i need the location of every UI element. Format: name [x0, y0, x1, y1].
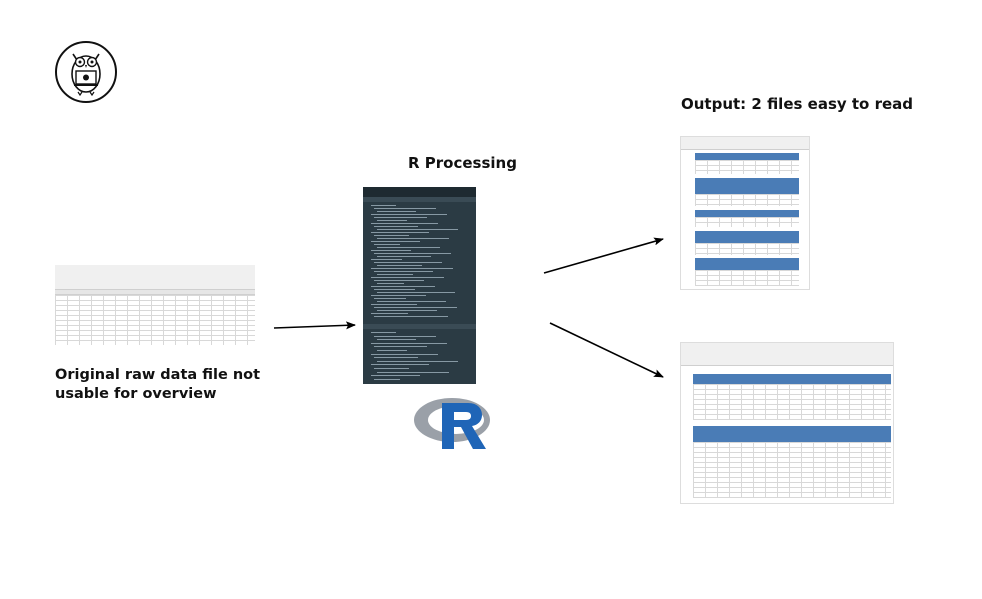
table-header-block: [693, 426, 891, 442]
arrow-raw-to-r: [273, 321, 356, 330]
code-line: [377, 339, 416, 341]
raw-data-label: Original raw data file not usable for ov…: [55, 367, 261, 402]
code-line: [371, 375, 420, 377]
code-line: [374, 368, 409, 369]
table-header-block: [695, 178, 799, 194]
code-line: [377, 265, 422, 266]
code-line: [374, 235, 409, 236]
code-line: [377, 220, 407, 221]
code-line: [371, 214, 447, 215]
table-header-block: [695, 258, 799, 270]
output-spreadsheet-2-thumbnail: [680, 342, 894, 504]
code-line: [377, 350, 407, 351]
owl-logo: [54, 40, 118, 104]
code-line: [371, 259, 402, 260]
code-line: [377, 301, 446, 302]
code-line: [374, 262, 442, 263]
code-line: [377, 292, 455, 293]
code-line: [377, 229, 458, 230]
code-line: [374, 335, 436, 337]
owl-laptop-logo-icon: [55, 41, 117, 103]
code-line: [371, 364, 429, 366]
code-line: [377, 238, 449, 239]
code-line: [371, 277, 444, 278]
code-line: [374, 253, 451, 254]
arrow-r-to-output-1: [543, 237, 664, 274]
code-line: [371, 268, 453, 269]
code-line: [371, 232, 429, 233]
code-line: [371, 241, 420, 242]
code-line: [374, 346, 427, 348]
code-line: [371, 332, 396, 333]
code-line: [374, 280, 424, 281]
code-line: [377, 211, 416, 212]
code-line: [374, 226, 418, 227]
r-processing-label: R Processing: [408, 154, 517, 172]
code-editor-pane: [363, 202, 476, 324]
code-line: [377, 247, 440, 248]
code-line: [371, 286, 435, 287]
code-line: [371, 313, 408, 314]
output-spreadsheet-1-thumbnail: [680, 136, 810, 290]
code-line: [371, 223, 438, 224]
code-line: [377, 274, 413, 275]
table-header-block: [693, 374, 891, 384]
code-line: [371, 304, 417, 305]
code-line: [374, 357, 418, 359]
code-line: [374, 298, 406, 299]
code-line: [377, 360, 458, 362]
code-line: [371, 250, 411, 251]
code-line: [374, 378, 400, 380]
console-pane: [363, 329, 476, 384]
output-label: Output: 2 files easy to read: [681, 95, 914, 113]
table-header-block: [695, 153, 799, 160]
code-line: [377, 283, 404, 284]
code-line: [377, 371, 449, 373]
raw-data-spreadsheet-thumbnail: [55, 265, 255, 345]
arrow-r-to-output-2: [549, 322, 664, 378]
code-line: [374, 208, 436, 209]
table-header-block: [695, 210, 799, 217]
code-line: [371, 295, 426, 296]
code-line: [377, 256, 431, 257]
code-line: [374, 244, 400, 245]
rstudio-screenshot: [363, 187, 476, 384]
code-line: [371, 342, 447, 344]
code-line: [374, 307, 457, 308]
r-logo-icon: [414, 398, 490, 449]
table-header-block: [695, 231, 799, 243]
code-line: [374, 217, 427, 218]
code-line: [371, 205, 396, 206]
code-line: [374, 271, 433, 272]
r-logo: [412, 393, 496, 453]
code-line: [374, 316, 448, 317]
code-line: [371, 353, 438, 355]
code-line: [377, 310, 437, 311]
code-line: [374, 289, 415, 290]
